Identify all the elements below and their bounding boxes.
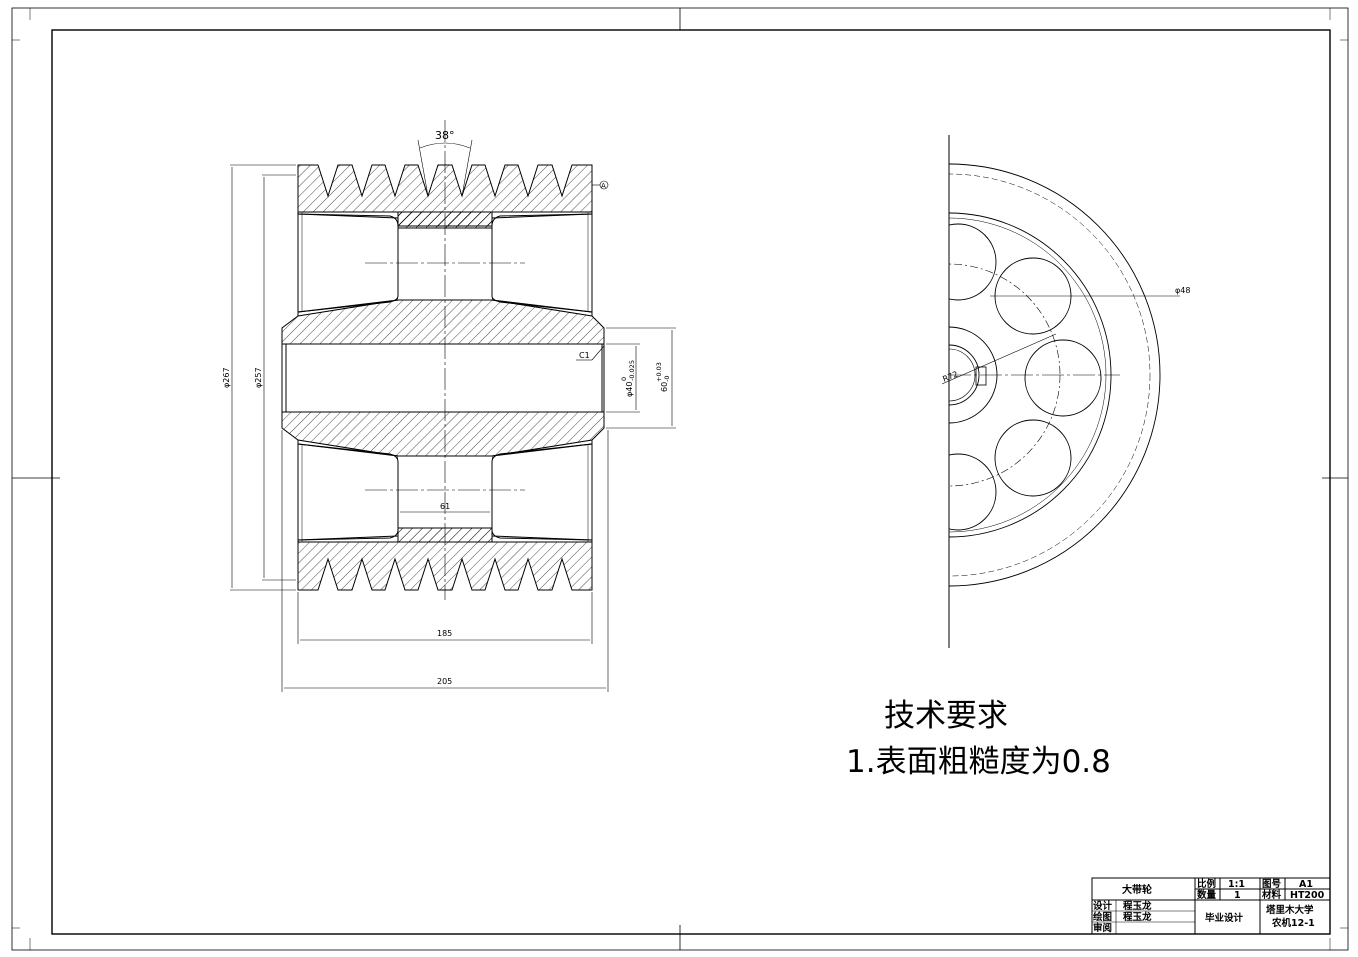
bore [285,343,603,413]
border-ticks [12,8,1348,950]
angle-dimension [417,139,473,197]
bore-tol-upper: 0 [620,377,628,381]
drawn-label: 绘图 [1093,911,1112,923]
requirements-title: 技术要求 [884,698,1008,734]
part-name: 大带轮 [1122,883,1152,896]
web-width-label: 61 [440,502,450,511]
chamfer-label: C1 [579,351,590,360]
class-name: 农机12-1 [1271,917,1315,929]
chamfer-leader [576,345,605,361]
section-view [281,164,605,591]
designed-label: 设计 [1093,900,1113,912]
designed-by: 程玉龙 [1123,900,1152,912]
quantity-value: 1 [1234,890,1241,901]
cavity-ll [297,443,399,541]
radius-label: R72 [941,370,959,384]
hole-dia-label: φ48 [1175,286,1190,295]
bore-tol-lower: -0.025 [628,360,636,381]
dia-pitch-label: φ257 [254,367,263,388]
material-value: HT200 [1290,890,1325,901]
hub-tol-lower: -0 [663,376,671,382]
quantity-label: 数量 [1196,889,1217,901]
hub-tol-upper: +0.03 [655,362,663,382]
drawing-no-label: 图号 [1262,879,1282,890]
inner-frame [51,29,1331,935]
scale-label: 比例 [1197,878,1216,890]
drawing-no-value: A1 [1299,879,1313,890]
requirements-item-1: 1.表面粗糙度为0.8 [846,744,1111,780]
width-outer-label: 205 [437,677,452,686]
dia-outer-label: φ267 [222,367,231,388]
section-centerlines [365,120,525,600]
datum-marker [592,180,609,190]
datum-label: A [601,182,606,190]
scale-value: 1:1 [1228,879,1245,890]
drawn-by: 程玉龙 [1123,911,1152,923]
title-block [1091,877,1331,935]
cavity-lr [491,443,593,541]
dia-dimensions [230,164,296,591]
bore-dimensions [606,327,676,429]
hub-dia-label: 60 [660,382,669,392]
width-dimensions [281,430,609,692]
project-name: 毕业设计 [1205,912,1244,924]
centering-marks [12,8,1348,950]
material-label: 材料 [1261,889,1282,901]
bore-dia-label: φ40 [625,382,634,397]
width-inner-label: 185 [437,629,452,638]
review-label: 审阅 [1093,922,1112,934]
half-side-view [941,135,1180,648]
angle-label: 38° [435,129,455,142]
school-name: 塔里木大学 [1266,904,1314,916]
outer-border [11,7,1349,951]
